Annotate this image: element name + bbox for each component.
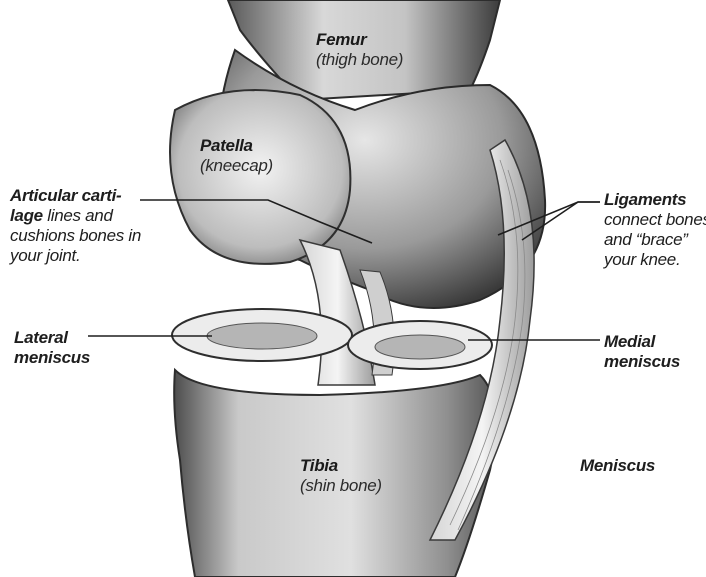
cartilage-line-1: Articular carti- — [10, 186, 141, 206]
cartilage-line-2-bold: lage — [10, 206, 43, 225]
femur-description: (thigh bone) — [316, 50, 403, 70]
lateral-meniscus-line-2: meniscus — [14, 348, 90, 368]
femur-label: Femur (thigh bone) — [316, 30, 403, 70]
cartilage-line-3: cushions bones in — [10, 226, 141, 246]
ligaments-line-3: and “brace” — [604, 230, 706, 250]
ligaments-name: Ligaments — [604, 190, 706, 210]
lateral-meniscus-line-1: Lateral — [14, 328, 90, 348]
femur-name: Femur — [316, 30, 403, 50]
lateral-meniscus-label: Lateral meniscus — [14, 328, 90, 368]
cartilage-line-2-rest: lines and — [43, 206, 113, 225]
tibia-label: Tibia (shin bone) — [300, 456, 382, 496]
medial-meniscus-line-1: Medial — [604, 332, 680, 352]
tibia-description: (shin bone) — [300, 476, 382, 496]
patella-name: Patella — [200, 136, 273, 156]
articular-cartilage-label: Articular carti- lage lines and cushions… — [10, 186, 141, 266]
patella-label: Patella (kneecap) — [200, 136, 273, 176]
ligaments-label: Ligaments connect bones and “brace” your… — [604, 190, 706, 270]
ligaments-line-2: connect bones — [604, 210, 706, 230]
medial-meniscus-line-2: meniscus — [604, 352, 680, 372]
medial-meniscus-label: Medial meniscus — [604, 332, 680, 372]
patella-bone — [170, 90, 350, 264]
cartilage-line-4: your joint. — [10, 246, 141, 266]
caption-label: Meniscus — [580, 456, 655, 476]
patella-description: (kneecap) — [200, 156, 273, 176]
ligaments-line-4: your knee. — [604, 250, 706, 270]
caption-text: Meniscus — [580, 456, 655, 476]
tibia-name: Tibia — [300, 456, 382, 476]
